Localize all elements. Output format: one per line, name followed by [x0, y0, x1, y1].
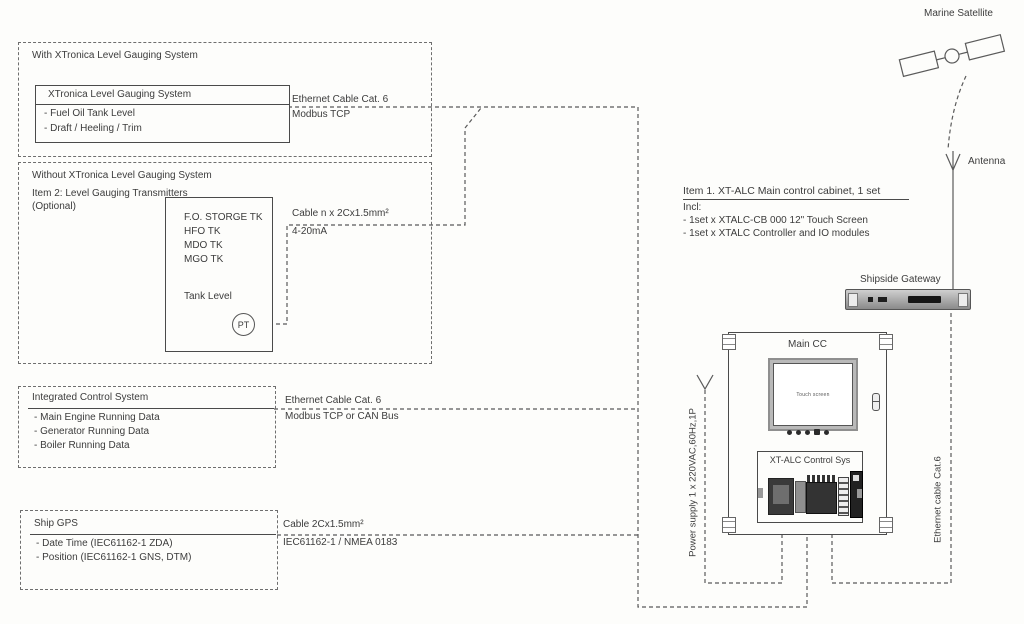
without-xtronica-title: Without XTronica Level Gauging System: [32, 170, 212, 181]
satellite-icon: [898, 33, 1006, 78]
gps-item-datetime: - Date Time (IEC61162-1 ZDA): [36, 538, 173, 549]
cabinet-button-icon[interactable]: [796, 429, 801, 435]
xt-alc-control-sys-box: XT-ALC Control Sys: [757, 451, 863, 523]
xt-alc-control-sys-label: XT-ALC Control Sys: [769, 455, 851, 465]
power-source-arrow: [696, 374, 714, 391]
ics-title-underline: [28, 408, 274, 409]
touch-screen[interactable]: Touch screen: [768, 358, 858, 431]
marine-satellite-label: Marine Satellite: [924, 8, 993, 19]
line-ethernet-gateway: [831, 309, 952, 584]
tank-row-mgo: MGO TK: [184, 254, 224, 265]
line-4-20ma: [255, 107, 482, 325]
ics-item-generator: - Generator Running Data: [34, 426, 150, 437]
antenna-icon: [945, 151, 961, 171]
ethernet2-label-line2: Modbus TCP or CAN Bus: [285, 411, 399, 422]
network-switch-module: [850, 471, 863, 518]
cabinet-button-icon[interactable]: [814, 429, 820, 435]
cable420-label-line1: Cable n x 2Cx1.5mm²: [292, 208, 389, 219]
cabinet-button-icon[interactable]: [824, 429, 829, 435]
xtronica-system-box-title: XTronica Level Gauging System: [36, 86, 289, 105]
xtronica-item-draft: - Draft / Heeling / Trim: [44, 123, 142, 134]
io-module: [806, 482, 837, 514]
cabinet-button-icon[interactable]: [787, 429, 792, 435]
tank-level-label: Tank Level: [184, 291, 232, 302]
line-satellite-link: [947, 75, 967, 151]
io-module-pins: [807, 475, 835, 482]
gps-group-box: [20, 510, 278, 590]
psu-module: [795, 481, 806, 513]
gps-title-underline: [30, 534, 276, 535]
gps-title: Ship GPS: [34, 518, 78, 529]
gps-item-position: - Position (IEC61162-1 GNS, DTM): [36, 552, 192, 563]
antenna-label: Antenna: [968, 156, 1006, 167]
terminal-strip: [838, 477, 849, 516]
ethernet1-label-line1: Ethernet Cable Cat. 6: [292, 94, 389, 105]
ics-group-box: [18, 386, 276, 468]
ics-item-main-engine: - Main Engine Running Data: [34, 412, 160, 423]
ethernet2-label-line1: Ethernet Cable Cat. 6: [285, 395, 382, 406]
xtronica-item-fuel: - Fuel Oil Tank Level: [44, 108, 135, 119]
shipside-gateway-label: Shipside Gateway: [860, 274, 941, 285]
item1-controller: - 1set x XTALC Controller and IO modules: [683, 228, 870, 239]
cabinet-mount-tab-bottom-right: [879, 517, 893, 533]
shipside-gateway-device: [845, 289, 971, 310]
touch-screen-display: Touch screen: [773, 363, 853, 426]
with-xtronica-group-box: [18, 42, 432, 157]
ics-title: Integrated Control System: [32, 392, 149, 403]
gateway-left-cap: [848, 293, 858, 307]
xtronica-system-box: XTronica Level Gauging System - Fuel Oil…: [35, 85, 290, 143]
touch-screen-label: Touch screen: [796, 391, 830, 398]
cabinet-mount-tab-bottom-left: [722, 517, 736, 533]
gateway-led-icon: [868, 297, 873, 302]
item1-title: Item 1. XT-ALC Main control cabinet, 1 s…: [683, 185, 881, 197]
ethernet-vertical-label: Ethernet cable Cat.6: [932, 456, 944, 543]
main-cc-title: Main CC: [788, 339, 827, 350]
ethernet1-label-line2: Modbus TCP: [292, 109, 351, 120]
without-xtronica-subtitle: Item 2: Level Gauging Transmitters: [32, 188, 188, 199]
item1-title-underline: [683, 199, 909, 200]
line-main-trunk: [637, 107, 808, 608]
gps-cable-label-line2: IEC61162-1 / NMEA 0183: [283, 537, 398, 548]
tank-transmitter-box: F.O. STORGE TK HFO TK MDO TK MGO TK Tank…: [165, 197, 273, 352]
gateway-vent-slot: [908, 296, 941, 303]
line-power-supply: [704, 390, 783, 584]
item1-touchscreen: - 1set x XTALC-CB 000 12" Touch Screen: [683, 215, 868, 226]
tank-row-mdo: MDO TK: [184, 240, 223, 251]
tank-row-hfo: HFO TK: [184, 226, 221, 237]
power-supply-label: Power supply 1 x 220VAC,60Hz,1P: [687, 408, 699, 557]
without-xtronica-note: (Optional): [32, 201, 76, 212]
gateway-right-cap: [958, 293, 968, 307]
tank-row-fo: F.O. STORGE TK: [184, 212, 263, 223]
cable420-label-line2: 4-20mA: [292, 226, 328, 237]
cabinet-button-row[interactable]: [787, 429, 829, 435]
cabinet-mount-tab-top-left: [722, 334, 736, 350]
with-xtronica-title: With XTronica Level Gauging System: [32, 50, 198, 61]
without-xtronica-group-box: [18, 162, 432, 364]
main-cc-cabinet: Main CC Touch screen XT-ALC Control Sys: [722, 332, 893, 535]
din-rail-left-tab: [758, 488, 763, 498]
ics-item-boiler: - Boiler Running Data: [34, 440, 130, 451]
gps-cable-label-line1: Cable 2Cx1.5mm²: [283, 519, 364, 530]
cabinet-button-icon[interactable]: [805, 429, 810, 435]
din-rail-right-tab: [857, 489, 862, 498]
plc-module: [768, 478, 794, 515]
pressure-transmitter-symbol: PT: [232, 313, 255, 336]
item1-incl: Incl:: [683, 202, 702, 213]
cabinet-door-handle[interactable]: [872, 393, 880, 411]
pt-label: PT: [237, 319, 250, 330]
cabinet-mount-tab-top-right: [879, 334, 893, 350]
gateway-port-icon: [878, 297, 887, 302]
